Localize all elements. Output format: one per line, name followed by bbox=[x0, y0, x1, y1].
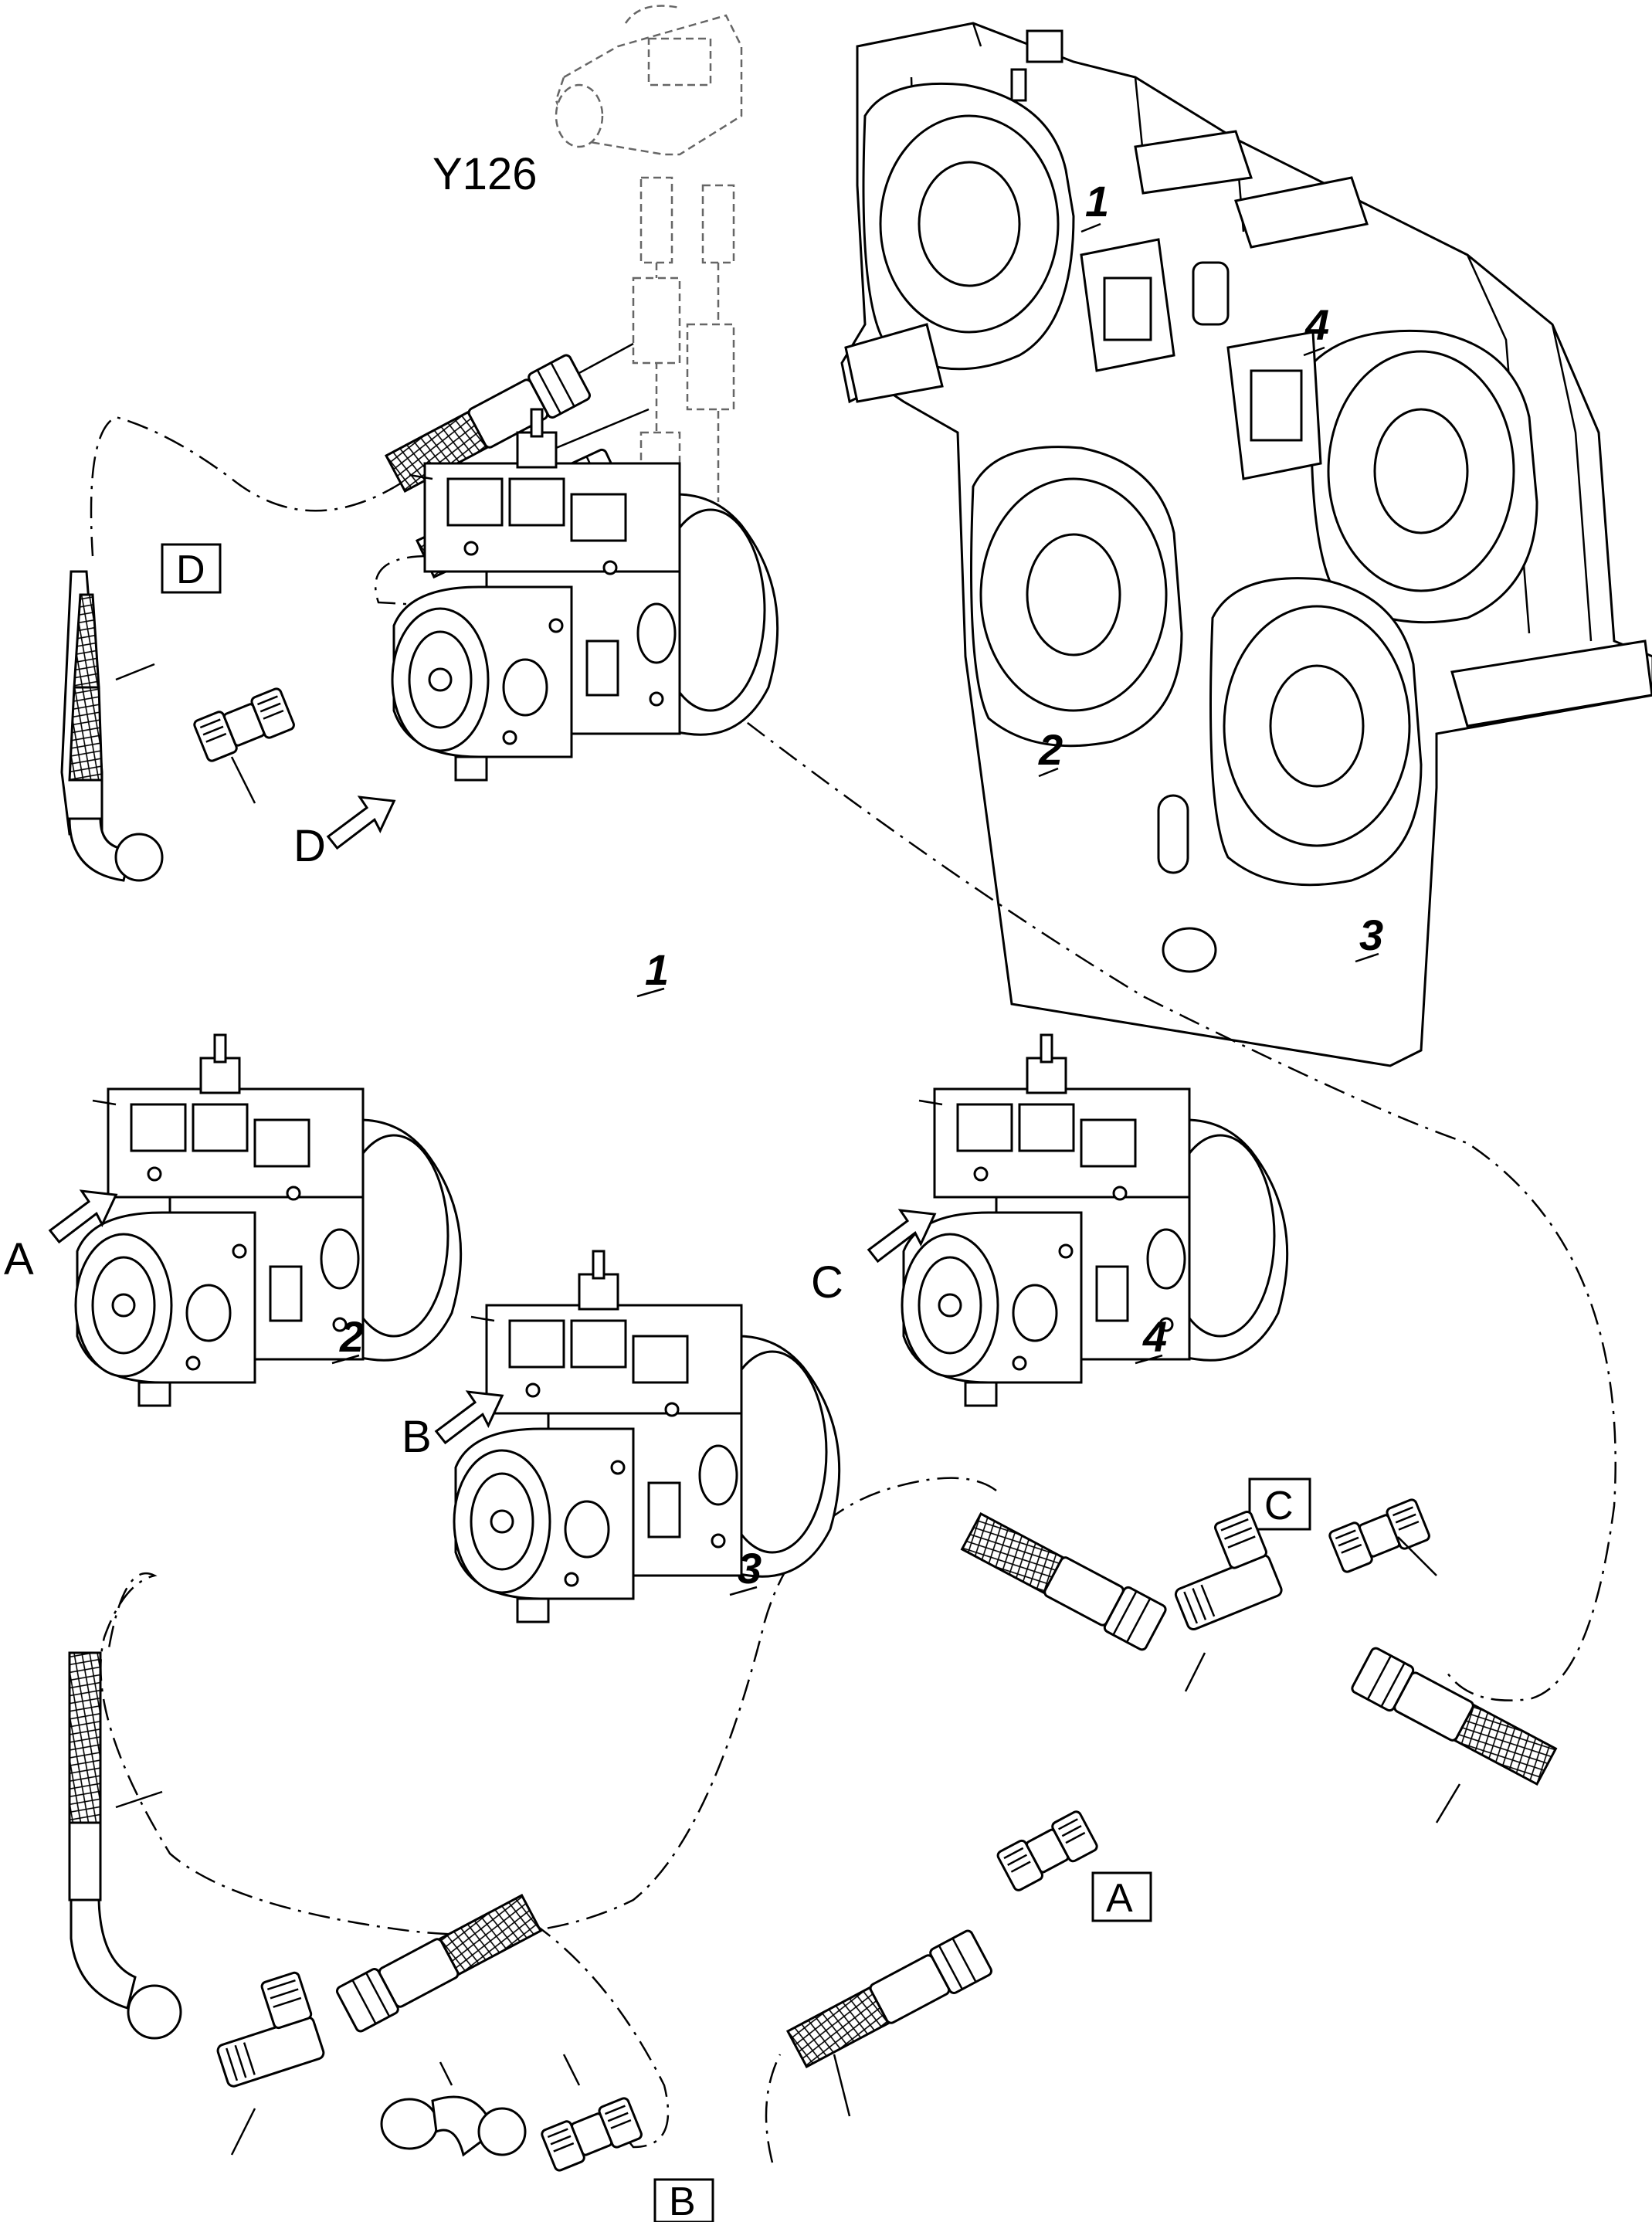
detail-a-hose bbox=[784, 1928, 995, 2072]
arrow-d bbox=[317, 785, 404, 851]
gearbox-port-label-2: 2 bbox=[1038, 725, 1063, 774]
pump-2 bbox=[74, 1033, 463, 1407]
detail-box-d bbox=[161, 543, 222, 594]
detail-c-fitting bbox=[1327, 1497, 1432, 1575]
pump-label-1: 1 bbox=[645, 945, 669, 994]
arrow-label-b: B bbox=[402, 1412, 432, 1462]
routing-line-b bbox=[532, 1922, 670, 2149]
detail-box-d-label: D bbox=[176, 548, 205, 592]
valve-hose-lower bbox=[413, 408, 650, 583]
detail-box-a-label: A bbox=[1106, 1876, 1133, 1921]
valve-label-y126: Y126 bbox=[433, 149, 537, 199]
detail-c-hose-in bbox=[958, 1508, 1169, 1653]
solenoid-valve-y126 bbox=[555, 5, 743, 502]
detail-d-fitting bbox=[192, 686, 297, 764]
detail-c-hose-out bbox=[1349, 1645, 1559, 1789]
detail-box-a bbox=[1091, 1871, 1152, 1922]
gearbox bbox=[840, 22, 1652, 1067]
routing-line-a bbox=[765, 2054, 782, 2163]
pump-label-4: 4 bbox=[1142, 1312, 1167, 1361]
detail-box-c-label: C bbox=[1264, 1484, 1294, 1528]
routing-line-d bbox=[90, 416, 402, 557]
arrow-label-a: A bbox=[4, 1234, 34, 1284]
valve-hose-upper bbox=[382, 342, 634, 497]
detail-box-b-label: B bbox=[669, 2180, 696, 2222]
detail-b-fitting bbox=[539, 2095, 644, 2173]
detail-box-b bbox=[653, 2178, 714, 2222]
pump-3 bbox=[453, 1250, 841, 1623]
pump-1 bbox=[391, 408, 779, 782]
pump-label-2: 2 bbox=[339, 1312, 364, 1361]
detail-a-fitting bbox=[995, 1809, 1100, 1893]
detail-d-hose-elbow bbox=[60, 570, 164, 882]
detail-b-elbow bbox=[380, 2061, 527, 2157]
gearbox-port-label-3: 3 bbox=[1359, 911, 1383, 959]
detail-box-c bbox=[1248, 1477, 1311, 1531]
detail-b-tee bbox=[200, 1970, 327, 2089]
routing-line-main bbox=[375, 555, 1616, 1701]
detail-b-hose-elbow bbox=[68, 1651, 182, 2040]
pump-label-3: 3 bbox=[738, 1544, 762, 1593]
arrow-label-d: D bbox=[293, 821, 326, 871]
gearbox-port-label-4: 4 bbox=[1304, 300, 1329, 349]
pump-4 bbox=[901, 1033, 1289, 1407]
gearbox-port-label-1: 1 bbox=[1085, 177, 1109, 226]
detail-b-hose bbox=[334, 1890, 544, 2034]
arrow-label-c: C bbox=[811, 1257, 843, 1308]
